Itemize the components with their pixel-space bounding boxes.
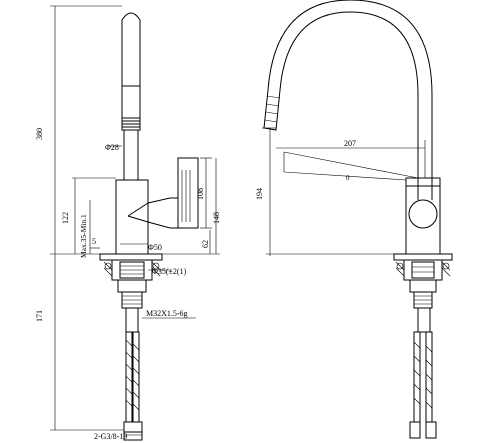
dim-total-height: 380 [35, 128, 44, 140]
dim-handle-base: 62 [201, 240, 210, 248]
threaded-shank [117, 279, 147, 293]
pull-out-head [121, 85, 141, 119]
spout-neck [123, 130, 139, 180]
dim-thread: M32X1.5-6g [146, 309, 188, 318]
faucet-body-front [405, 177, 441, 255]
dim-hose-length: 171 [35, 310, 44, 322]
dim-spout-reach: 207 [344, 139, 356, 148]
dim-handle-offset: 148 [212, 212, 221, 224]
handle-knob [408, 199, 438, 229]
dim-body-height: 122 [61, 212, 70, 224]
dim-hose-connector: 2-G3/8-19 [94, 432, 127, 441]
dim-spout-diameter: Φ28 [105, 143, 119, 152]
dim-spout-height: 194 [255, 188, 264, 200]
left-view [50, 5, 220, 441]
supply-hoses [123, 331, 143, 441]
pull-out-head-angled [263, 89, 281, 131]
handle-lever [177, 157, 199, 229]
right-view [262, 0, 453, 439]
dim-mount-range: Max.35-Min.1 [79, 214, 88, 258]
dim-base-gap: 5 [92, 237, 96, 246]
dim-hole-diameter: Φ35(±2(1) [152, 267, 187, 276]
dim-angle-mark: 0 [346, 174, 350, 182]
dim-handle-height: 108 [196, 188, 205, 200]
left-dimension-labels: 380 Φ28 122 Max.35-Min.1 5 Φ50 Φ35(±2(1)… [35, 128, 221, 441]
right-dimension-labels: 207 194 0 [255, 139, 356, 200]
dim-body-diameter: Φ50 [148, 243, 162, 252]
handle-connector [147, 197, 179, 229]
spout-pipe [121, 12, 141, 118]
gooseneck-spout [279, 11, 419, 200]
base-plate [99, 253, 163, 261]
